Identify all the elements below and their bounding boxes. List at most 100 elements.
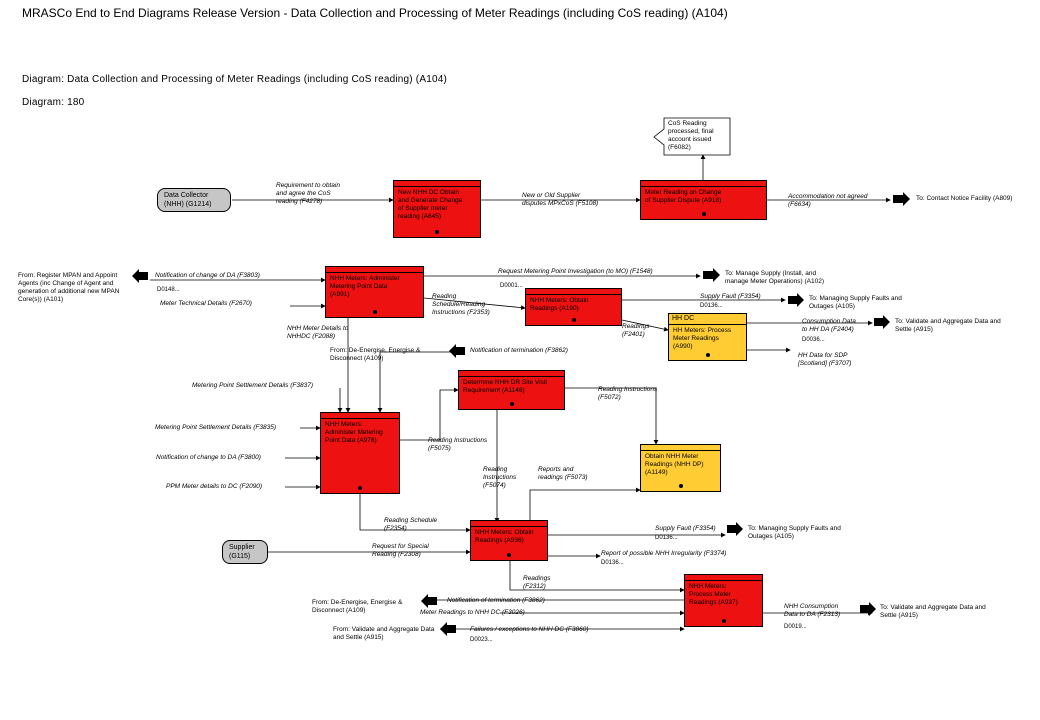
flow-f2313: NHH Consumption Data to DA (F2313) xyxy=(784,603,841,618)
process-a990-dot xyxy=(705,353,710,357)
process-a645-label: New NHH DC Obtain and Generate Change of… xyxy=(398,189,463,220)
flow-f2312: Readings (F2312) xyxy=(523,575,551,590)
process-a190-topbar xyxy=(526,289,621,295)
flow-d0148: D0148... xyxy=(157,287,180,293)
process-a1146[interactable]: Determine NHH DR Site Visit Requirement … xyxy=(458,370,565,410)
flow-d0019: D0019... xyxy=(784,624,807,630)
flow-f1548: Request Metering Point Investigation (to… xyxy=(498,268,653,275)
flow-d0136-b: D0136... xyxy=(655,535,678,541)
flow-d0136-a: D0136... xyxy=(700,303,723,309)
process-a978-dot xyxy=(358,486,362,490)
process-a936-label: NHH Meters: Obtain Readings (A936) xyxy=(475,529,534,544)
flow-f2404: Consumption Data to HH DA (F2404) xyxy=(802,318,856,333)
flow-f3837: Metering Point Settlement Details (F3837… xyxy=(192,382,314,389)
actor-data-collector-label: Data Collector (NHH) (G1214) xyxy=(164,192,212,208)
connector-a991-a190 xyxy=(423,297,526,310)
process-a1149[interactable]: Obtain NHH Meter Readings (NHH DP) (A114… xyxy=(640,444,721,492)
ref-to-a809[interactable]: To: Contact Notice Facility (A809) xyxy=(916,195,1013,202)
actor-supplier[interactable]: Supplier (G115) xyxy=(222,540,268,564)
page-header: MRASCo End to End Diagrams Release Versi… xyxy=(22,6,728,20)
flow-f3354-b: Supply Fault (F3354) xyxy=(655,525,716,532)
ref-arrow-a109-a xyxy=(449,344,465,358)
process-a918-label: Meter Reading on Change of Supplier Disp… xyxy=(645,189,722,204)
process-a937-dot xyxy=(721,619,726,623)
process-a991-label: NHH Meters: Administer Metering Point Da… xyxy=(330,275,400,298)
process-a1146-dot xyxy=(509,402,514,406)
ref-arrow-a809 xyxy=(893,192,910,206)
connector-a936-a937 xyxy=(509,561,685,593)
flow-f2670: Meter Technical Details (F2670) xyxy=(160,300,252,307)
connector-a190-a990 xyxy=(621,319,669,332)
process-a936-dot xyxy=(507,553,511,557)
connector-a109-a978 xyxy=(377,351,465,413)
flow-f3803: Notification of change of DA (F3803) xyxy=(155,272,260,279)
ref-to-a915-b[interactable]: To: Validate and Aggregate Data and Sett… xyxy=(880,604,986,619)
process-a918-topbar xyxy=(641,181,766,187)
process-a1149-dot xyxy=(678,484,683,488)
ref-arrow-a105-b xyxy=(727,522,743,536)
process-a990-header: HH DC xyxy=(669,314,746,325)
ref-arrow-a915-a xyxy=(874,315,890,329)
connector-a1146-a1149 xyxy=(565,387,659,445)
flow-f5073: Reports and readings (F5073) xyxy=(538,466,588,481)
flow-f3860: Failures / exceptions to NHH DC (F3860) xyxy=(470,626,589,633)
flow-f5108: New or Old Supplier disputes MPxCoS (F51… xyxy=(522,192,599,207)
flow-f3862-b: Notification of termination (F3862) xyxy=(447,597,545,604)
flow-f3354-a: Supply Fault (F3354) xyxy=(700,293,761,300)
connector-a978-a936 xyxy=(359,494,471,533)
connector-a978-a1146 xyxy=(400,387,459,441)
ref-arrow-a915-b xyxy=(860,602,876,616)
actor-supplier-label: Supplier (G115) xyxy=(229,544,255,560)
process-a936[interactable]: NHH Meters: Obtain Readings (A936) xyxy=(470,520,548,561)
flow-f3800: Notification of change to DA (F3800) xyxy=(156,454,261,461)
ref-from-a109-a[interactable]: From: De-Energise, Energise & Disconnect… xyxy=(330,347,421,362)
process-a190-dot xyxy=(571,318,576,322)
flow-d0023: D0023... xyxy=(470,637,493,643)
ref-arrow-a105-a xyxy=(788,293,804,307)
diagram-title: Diagram: Data Collection and Processing … xyxy=(22,74,448,85)
process-a645-topbar xyxy=(394,181,480,187)
ref-to-a105-b[interactable]: To: Managing Supply Faults and Outages (… xyxy=(748,525,841,540)
ref-arrow-a102 xyxy=(703,268,720,282)
flow-d0136-c: D0136... xyxy=(601,560,624,566)
process-a1149-topbar xyxy=(641,445,720,451)
process-a190-label: NHH Meters: Obtain Readings (A190) xyxy=(530,297,589,312)
process-a1149-label: Obtain NHH Meter Readings (NHH DP) (A114… xyxy=(645,453,704,476)
process-a991-topbar xyxy=(326,267,423,273)
process-a978-label: NHH Meters: Administer Metering Point Da… xyxy=(325,421,383,444)
ref-to-a102[interactable]: To: Manage Supply (Install, and manage M… xyxy=(725,270,824,285)
flow-f6634: Accommodation not agreed (F6634) xyxy=(788,193,868,208)
process-a918[interactable]: Meter Reading on Change of Supplier Disp… xyxy=(640,180,767,220)
flow-f4278: Requirement to obtain and agree the CoS … xyxy=(276,182,340,205)
process-a1146-topbar xyxy=(459,371,564,377)
ref-from-a915[interactable]: From: Validate and Aggregate Data and Se… xyxy=(333,626,435,641)
process-a1146-label: Determine NHH DR Site Visit Requirement … xyxy=(463,379,548,394)
process-a990-label: HH Meters: Process Meter Readings (A990) xyxy=(673,327,732,350)
flow-f2090: PPM Meter details to DC (F2090) xyxy=(166,483,263,490)
flow-f5072: Reading Instructions (F5072) xyxy=(598,386,658,401)
process-a190[interactable]: NHH Meters: Obtain Readings (A190) xyxy=(525,288,622,326)
flow-f3835: Metering Point Settlement Details (F3835… xyxy=(155,424,277,431)
ref-from-a101[interactable]: From: Register MPAN and Appoint Agents (… xyxy=(18,272,120,303)
diagram-number: Diagram: 180 xyxy=(22,97,85,108)
ref-arrow-a109-b xyxy=(421,594,437,608)
process-a937-topbar xyxy=(685,575,762,581)
ref-arrow-a101 xyxy=(132,269,148,283)
process-a990[interactable]: HH DC HH Meters: Process Meter Readings … xyxy=(668,313,747,361)
actor-data-collector[interactable]: Data Collector (NHH) (G1214) xyxy=(157,188,231,212)
process-a991-dot xyxy=(372,310,377,314)
ref-to-a915-a[interactable]: To: Validate and Aggregate Data and Sett… xyxy=(895,318,1001,333)
flow-f2088: NHH Meter Details to NHHDC (F2088) xyxy=(287,325,349,340)
flow-f3862-a: Notification of termination (F3862) xyxy=(470,347,568,354)
process-a991[interactable]: NHH Meters: Administer Metering Point Da… xyxy=(325,266,424,318)
process-a937[interactable]: NHH Meters: Process Meter Readings (A937… xyxy=(684,574,763,627)
process-a918-dot xyxy=(701,212,706,216)
flow-d0001: D0001... xyxy=(500,283,523,289)
ref-from-a109-b[interactable]: From: De-Energise, Energise & Disconnect… xyxy=(312,599,403,614)
flow-f5074: Reading Instructions (F5074) xyxy=(483,466,517,489)
ref-to-a105-a[interactable]: To: Managing Supply Faults and Outages (… xyxy=(809,295,902,310)
flow-f3026: Meter Readings to NHH DC (F3026) xyxy=(420,609,525,616)
process-a978[interactable]: NHH Meters: Administer Metering Point Da… xyxy=(320,412,400,494)
process-a645[interactable]: New NHH DC Obtain and Generate Change of… xyxy=(393,180,481,238)
